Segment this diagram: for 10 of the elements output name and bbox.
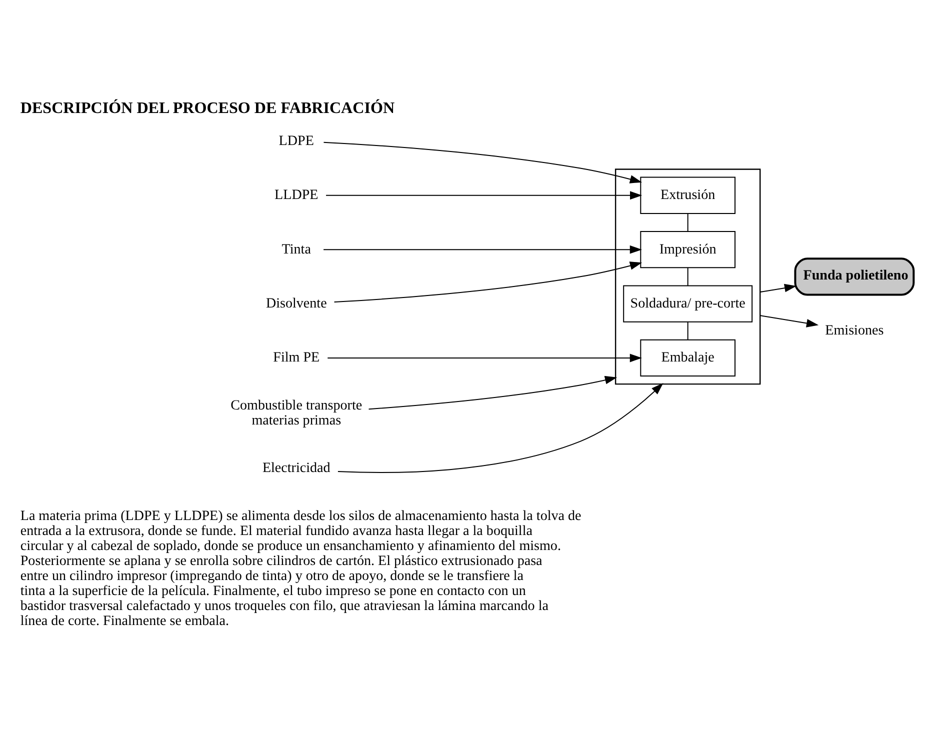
node-text: Combustible transporte materias primas <box>230 396 362 428</box>
node-text: Film PE <box>273 349 320 366</box>
node-text: LDPE <box>278 132 314 148</box>
node-text: Emisiones <box>825 322 884 338</box>
diagram-title: DESCRIPCIÓN DEL PROCESO DE FABRICACIÓN <box>20 99 395 116</box>
node-text: Disolvente <box>266 294 327 311</box>
node-text: Electricidad <box>262 460 330 476</box>
node-text: LLDPE <box>274 186 318 203</box>
label: La materia prima (LDPE y LLDPE) se alimenta desde los silos de almacenamiento hasta la tolva de entrada a la extrusora, donde se funde. El material fundido avanza hasta llegar a la boquilla circular y al cabezal de soplado, donde se produce un ensanchamiento y afinamiento del mismo. Posteriormente se aplana y se enrolla sobre cilindros de cartón. El plástico extrusionado pasa entre un cilindro impresor (impregando de tinta) y otro de apoyo, donde se le transfiere la tinta a la superficie de la película. Finalmente, el tubo impreso se pone en contacto con un bastidor trasversal calefactado y unos troqueles con filo, que atraviesan la lámina marcando la línea de corte. Finalmente se embala. <box>20 507 582 629</box>
node-text: Tinta <box>282 240 311 257</box>
